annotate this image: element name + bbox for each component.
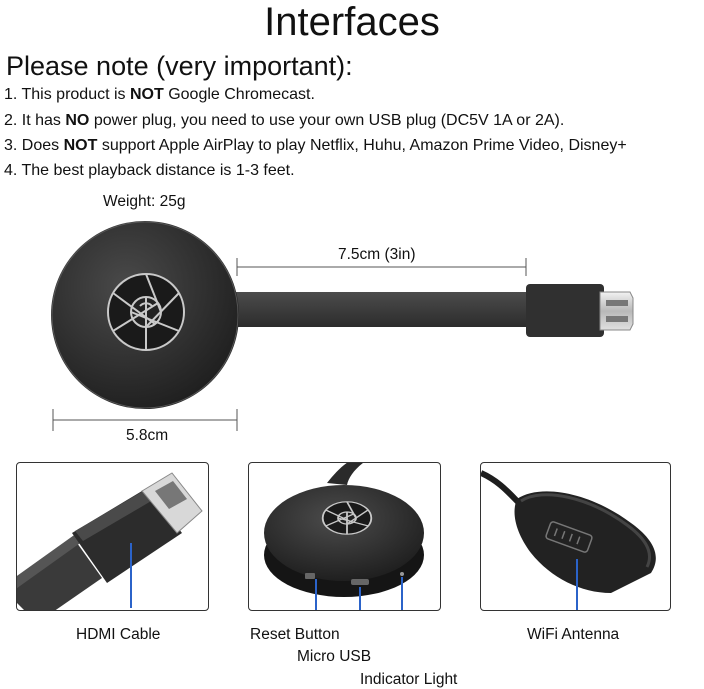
note-item: 2. It has NO power plug, you need to use…	[4, 112, 565, 129]
hdmi-plug-housing	[526, 284, 604, 337]
ports-panel	[248, 462, 441, 611]
hdmi-connector	[599, 291, 634, 331]
note-item: 4. The best playback distance is 1-3 fee…	[4, 162, 295, 179]
micro-usb-caption: Micro USB	[297, 648, 372, 665]
indicator-light	[400, 572, 404, 576]
hdmi-cable-image	[17, 472, 203, 610]
wifi-antenna-caption: WiFi Antenna	[527, 626, 620, 643]
dongle-ports-image	[264, 463, 424, 610]
indicator-light-caption: Indicator Light	[360, 671, 458, 688]
diameter-dimension-line	[52, 409, 238, 431]
weight-label: Weight: 25g	[103, 193, 186, 210]
reset-button-caption: Reset Button	[250, 626, 340, 643]
wifi-antenna-image	[481, 470, 656, 610]
length-label: 7.5cm (3in)	[338, 246, 416, 263]
hdmi-emboss-icon	[545, 521, 593, 553]
flat-cable	[210, 292, 550, 327]
note-item: 3. Does NOT support Apple AirPlay to pla…	[4, 137, 627, 154]
hdmi-cable-panel	[16, 462, 209, 611]
hdmi-cable-caption: HDMI Cable	[76, 626, 161, 643]
micro-usb-port	[351, 579, 369, 585]
length-dimension-line	[236, 258, 527, 276]
aperture-logo-icon	[107, 273, 185, 351]
note-item: 1. This product is NOT Google Chromecast…	[4, 86, 315, 103]
reset-button-port	[305, 573, 315, 579]
page-title: Interfaces	[264, 0, 440, 44]
product-illustration	[51, 221, 634, 431]
note-heading: Please note (very important):	[6, 51, 353, 81]
diameter-label: 5.8cm	[126, 427, 169, 444]
wifi-antenna-panel	[480, 462, 671, 611]
